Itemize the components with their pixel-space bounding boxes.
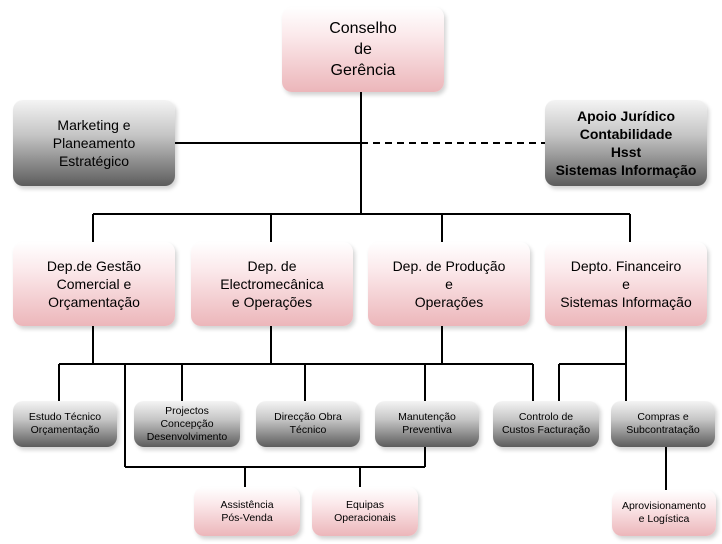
dept-4-line-3: Sistemas Informação (560, 294, 692, 310)
dept-node-production: Dep. de Produção e Operações (368, 242, 530, 326)
unit-2-line-1: Projectos (165, 404, 209, 417)
unit-node-projects: Projectos Concepção Desenvolvimento (134, 401, 240, 447)
unit-6-line-2: Subcontratação (626, 424, 700, 436)
unit-1-line-2: Orçamentação (30, 424, 100, 436)
dept-2-line-2: Electromecânica (220, 276, 324, 292)
unit-node-procurement: Aprovisionamento e Logística (612, 490, 716, 536)
board-line-3: Gerência (330, 62, 396, 79)
dept-2-line-1: Dep. de (247, 258, 297, 274)
unit-5-line-1: Controlo de (518, 411, 574, 423)
unit-2-line-3: Desenvolvimento (146, 430, 228, 443)
dept-4-line-1: Depto. Financeiro (570, 258, 682, 274)
unit-7-line-1: Assistência (220, 498, 274, 511)
unit-3-line-2: Técnico (289, 424, 327, 436)
marketing-line-2: Planeamento (52, 135, 136, 151)
unit-7-line-2: Pós-Venda (221, 511, 273, 524)
unit-4-line-1: Manutenção (398, 411, 456, 423)
board-line-2: de (354, 41, 372, 58)
unit-node-technical-study: Estudo Técnico Orçamentação (13, 401, 117, 447)
dept-node-electromechanics: Dep. de Electromecânica e Operações (191, 242, 353, 326)
unit-node-maintenance: Manutenção Preventiva (375, 401, 479, 447)
unit-node-purchasing: Compras e Subcontratação (611, 401, 715, 447)
unit-9-line-1: Aprovisionamento (621, 500, 707, 512)
unit-node-after-sales: Assistência Pós-Venda (194, 487, 300, 536)
dept-1-line-1: Dep.de Gestão (46, 258, 142, 274)
dept-3-line-3: Operações (414, 294, 484, 310)
support-node: Apoio Jurídico Contabilidade Hsst Sistem… (545, 100, 707, 186)
dept-2-line-3: e Operações (231, 294, 313, 310)
dept-3-line-1: Dep. de Produção (392, 258, 506, 274)
marketing-node: Marketing e Planeamento Estratégico (13, 100, 175, 186)
dept-1-line-3: Orçamentação (48, 294, 140, 310)
support-line-3: Hsst (610, 144, 642, 160)
unit-node-operational-teams: Equipas Operacionais (312, 487, 418, 536)
board-node: Conselho de Gerência (282, 7, 444, 92)
unit-node-cost-control: Controlo de Custos Facturação (493, 401, 599, 447)
unit-2-line-2: Concepção (160, 417, 214, 430)
dept-node-commercial: Dep.de Gestão Comercial e Orçamentação (13, 242, 175, 326)
unit-1-line-1: Estudo Técnico (28, 411, 102, 423)
unit-node-site-direction: Direcção Obra Técnico (256, 401, 360, 447)
marketing-line-1: Marketing e (57, 117, 131, 133)
unit-5-line-2: Custos Facturação (501, 424, 591, 436)
dept-1-line-2: Comercial e (56, 276, 132, 292)
unit-8-line-1: Equipas (346, 498, 384, 511)
dept-4-line-2: e (622, 276, 630, 292)
support-line-4: Sistemas Informação (555, 162, 697, 178)
unit-3-line-1: Direcção Obra (274, 411, 342, 423)
dept-node-finance: Depto. Financeiro e Sistemas Informação (545, 242, 707, 326)
unit-4-line-2: Preventiva (402, 424, 452, 436)
unit-9-line-2: e Logística (638, 513, 690, 525)
unit-6-line-1: Compras e (637, 411, 689, 423)
support-line-1: Apoio Jurídico (577, 108, 675, 124)
board-line-1: Conselho (329, 20, 397, 37)
unit-8-line-2: Operacionais (334, 511, 396, 524)
dept-3-line-2: e (445, 276, 453, 292)
support-line-2: Contabilidade (579, 126, 673, 142)
marketing-line-3: Estratégico (58, 153, 130, 169)
